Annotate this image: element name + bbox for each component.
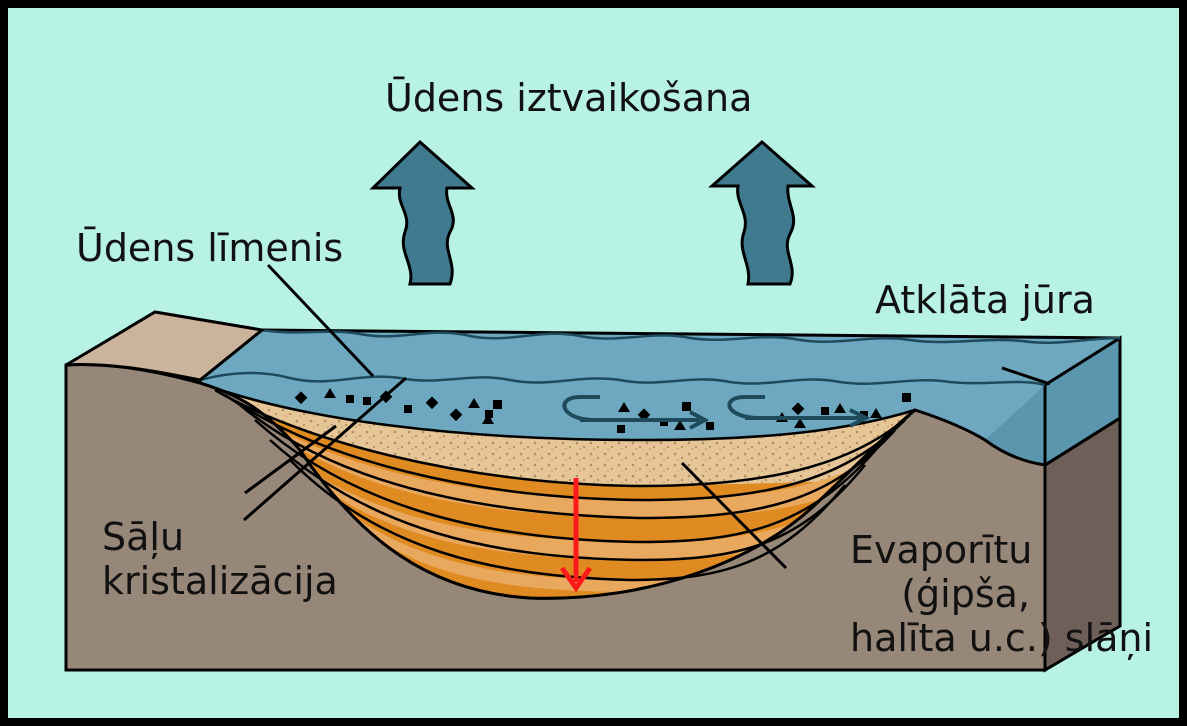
evaporites-line-2: (ģipša, [901, 572, 1030, 616]
water-surface-wave-back [261, 328, 1121, 344]
leader-salt-crystallization-2 [244, 424, 337, 495]
leader-open-sea [1001, 366, 1051, 386]
salt-crystallization-label: Sāļu kristalizācija [102, 515, 338, 603]
water-surface-wave-front [199, 371, 1046, 387]
leader-water-level [266, 263, 375, 378]
evaporites-line-3: halīta u.c.) slāņi [850, 616, 1154, 660]
leader-lines [243, 263, 1051, 570]
basin-outline [199, 381, 916, 600]
evaporite-layer-lines [199, 381, 916, 582]
evaporation-arrow-right [708, 140, 816, 286]
evaporation-arrow-left [369, 139, 476, 286]
sea-water-front [985, 385, 1045, 465]
subsidence-arrow [559, 478, 593, 593]
cliff-top [65, 310, 266, 382]
salt-crystallization-line-2: kristalizācija [102, 559, 338, 603]
leader-evaporites [680, 461, 788, 570]
leader-salt-crystallization-1 [243, 376, 407, 522]
evaporites-line-1: Evaporītu [850, 528, 1033, 572]
evaporation-label: Ūdens iztvaikošana [385, 76, 753, 120]
water-circulation-arrows [562, 395, 871, 430]
salt-crystallization-line-1: Sāļu [102, 515, 185, 559]
evaporites-label: Evaporītu (ģipša, halīta u.c.) slāņi [850, 528, 1154, 660]
water-level-label: Ūdens līmenis [76, 226, 344, 270]
open-sea-label: Atklāta jūra [875, 278, 1095, 322]
